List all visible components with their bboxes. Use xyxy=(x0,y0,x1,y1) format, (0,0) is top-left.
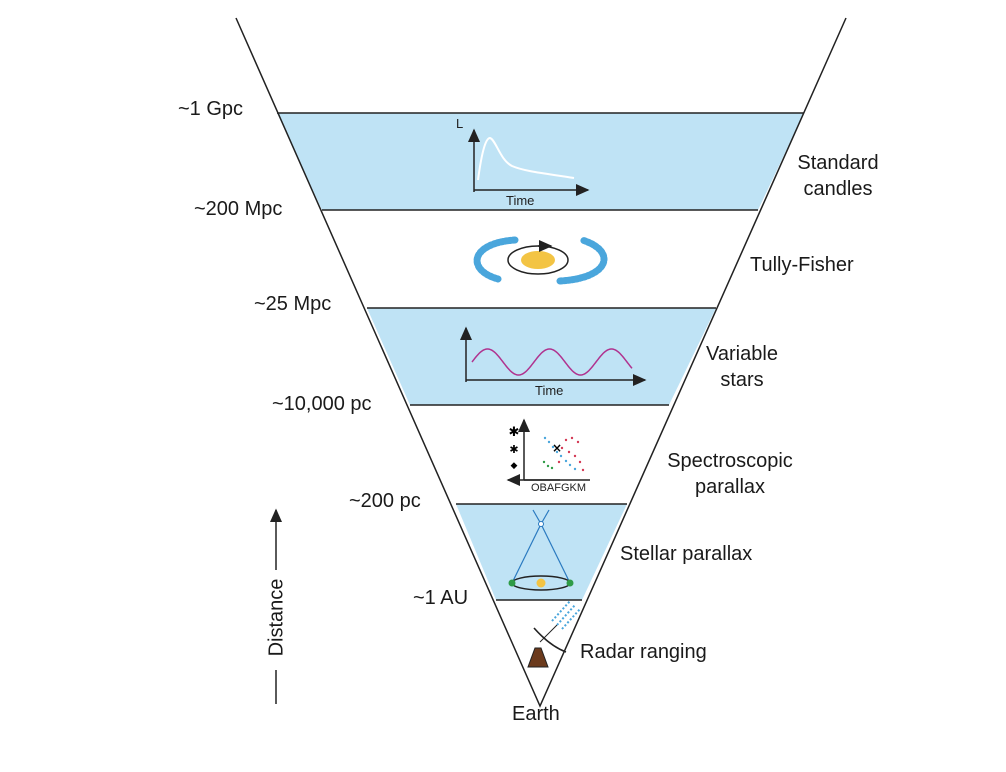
svg-text:×: × xyxy=(552,441,562,455)
parallax-geometry-icon xyxy=(508,509,574,591)
distance-axis-label: Distance xyxy=(265,578,288,657)
distance-label-1au: ~1 AU xyxy=(413,587,469,609)
band-dividers xyxy=(277,112,804,601)
light-curve-icon xyxy=(468,128,590,196)
method-label-line: Standard xyxy=(797,152,879,174)
method-label-standard-candles: Standard candles xyxy=(784,150,892,202)
method-label-line: candles xyxy=(803,178,873,200)
method-label-line: parallax xyxy=(694,476,766,498)
candle-ylabel: L xyxy=(456,116,464,131)
method-label-stellar-parallax: Stellar parallax xyxy=(620,543,753,565)
distance-label-25mpc: ~25 Mpc xyxy=(254,293,332,315)
distance-label-10000pc: ~10,000 pc xyxy=(272,393,372,415)
funnel-outline xyxy=(235,17,847,708)
earth-label: Earth xyxy=(512,703,560,725)
band-stellar-parallax xyxy=(456,504,627,600)
hr-diagram-icon: ✱ ✱ ◆ × xyxy=(506,418,590,486)
hr-xlabel: OBAFGKM xyxy=(531,482,587,494)
distance-label-200mpc: ~200 Mpc xyxy=(194,198,283,220)
method-label-line: Spectroscopic xyxy=(667,450,793,472)
distance-label-1gpc: ~1 Gpc xyxy=(178,98,244,120)
method-label-line: Variable xyxy=(706,343,778,365)
spiral-galaxy-icon xyxy=(473,236,608,285)
variable-star-curve-icon xyxy=(460,326,647,386)
method-label-spectroscopic-parallax: Spectroscopic parallax xyxy=(660,448,800,500)
candle-xlabel: Time xyxy=(506,193,535,208)
svg-text:✱: ✱ xyxy=(509,425,520,440)
sine-curve xyxy=(471,348,633,376)
method-label-variable-stars: Variable stars xyxy=(702,341,782,393)
method-label-tully-fisher: Tully-Fisher xyxy=(750,254,854,276)
variable-xlabel: Time xyxy=(535,383,564,398)
distance-label-200pc: ~200 pc xyxy=(349,490,421,512)
method-label-radar-ranging: Radar ranging xyxy=(580,641,707,663)
svg-text:◆: ◆ xyxy=(511,461,518,471)
radar-dish-icon xyxy=(527,600,581,668)
band-standard-candles xyxy=(277,113,804,210)
method-label-line: stars xyxy=(720,369,764,391)
svg-text:✱: ✱ xyxy=(509,443,518,456)
